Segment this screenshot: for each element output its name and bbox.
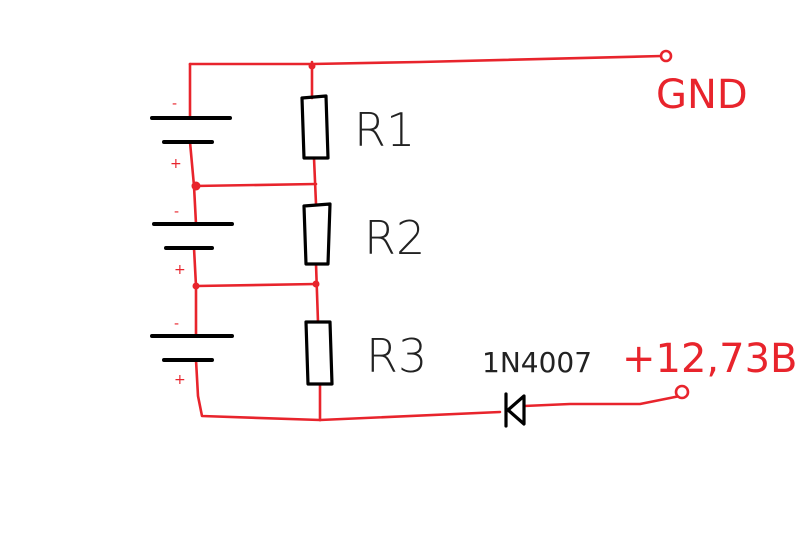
junction-wire-1 [192, 182, 318, 188]
left-rail-battery2-3 [192, 246, 198, 338]
left-rail-bottom [194, 358, 322, 422]
r1-label: R1 [354, 103, 415, 157]
junction-dot [191, 181, 201, 191]
supply-terminal [674, 384, 690, 400]
resistor-r3 [304, 320, 334, 386]
junction-dot [308, 62, 316, 70]
resistor-rail-r2-r3 [314, 262, 320, 324]
diode [504, 392, 526, 428]
resistor-r2 [302, 202, 332, 266]
resistor-rail-r1-r2 [312, 156, 318, 206]
bottom-wire [318, 410, 502, 422]
supply-label: +12,73B [622, 336, 797, 382]
diode-label: 1N4007 [482, 346, 592, 379]
r3-label: R3 [366, 329, 427, 383]
resistor-r1 [300, 94, 330, 160]
gnd-label: GND [656, 72, 748, 118]
junction-dot [312, 280, 320, 288]
top-wire [188, 54, 664, 66]
gnd-terminal [659, 49, 673, 63]
supply-wire [522, 394, 682, 408]
battery-2-plus: + [174, 262, 186, 278]
battery-1: - + [150, 96, 232, 172]
junction-wire-2 [194, 282, 318, 288]
battery-3: - + [150, 316, 234, 388]
battery-2-minus: - [174, 204, 179, 220]
battery-2: - + [152, 204, 234, 278]
r2-label: R2 [364, 211, 425, 265]
battery-1-minus: - [172, 96, 177, 112]
battery-1-plus: + [170, 156, 182, 172]
battery-3-minus: - [174, 316, 179, 332]
battery-3-plus: + [174, 372, 186, 388]
junction-dot [192, 282, 200, 290]
